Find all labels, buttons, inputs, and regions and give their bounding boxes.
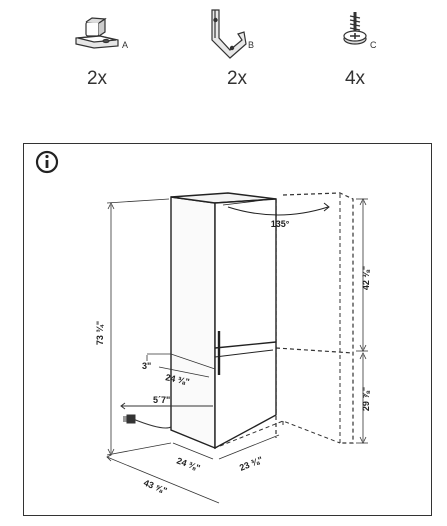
door-angle-label: 135° [271, 219, 290, 229]
base-dimensions [106, 434, 280, 504]
open-door-outline [275, 192, 354, 444]
part-letter: B [248, 40, 255, 50]
power-cord [120, 402, 213, 429]
upper-door-label: 42 ⅜" [361, 266, 371, 290]
back-gap-label: 3" [142, 361, 151, 371]
cord-length-label: 5´7" [153, 395, 170, 405]
screw-icon [343, 12, 367, 45]
upper-door-dimension [356, 198, 368, 352]
back-gap-dimension [146, 353, 216, 378]
lower-door-label: 29 ⅞" [361, 387, 371, 411]
door-swing-arc [227, 206, 329, 216]
part-quantity: 4x [344, 68, 366, 89]
height-dimension [106, 198, 172, 456]
part-letter: A [122, 40, 129, 50]
part-letter: C [370, 40, 377, 50]
part-c: C 4x [300, 0, 410, 100]
dimension-diagram: 135° 73 ¾" 42 ⅜" 29 ⅞" [23, 143, 432, 516]
part-b: B 2x [182, 0, 292, 100]
lower-door-dimension [356, 352, 368, 444]
refrigerator [170, 192, 277, 450]
part-quantity: 2x [86, 68, 108, 89]
z-bracket-icon [211, 9, 247, 59]
part-quantity: 2x [226, 68, 248, 89]
side-depth-label: 24 ⅜" [165, 372, 191, 387]
part-a: A 2x [42, 0, 152, 100]
width-label: 23 ⅜" [238, 454, 264, 472]
total-height-label: 73 ¾" [95, 321, 105, 345]
info-icon [35, 150, 59, 174]
mounting-bracket-icon [75, 17, 119, 49]
depth-label: 24 ⅜" [175, 455, 201, 473]
